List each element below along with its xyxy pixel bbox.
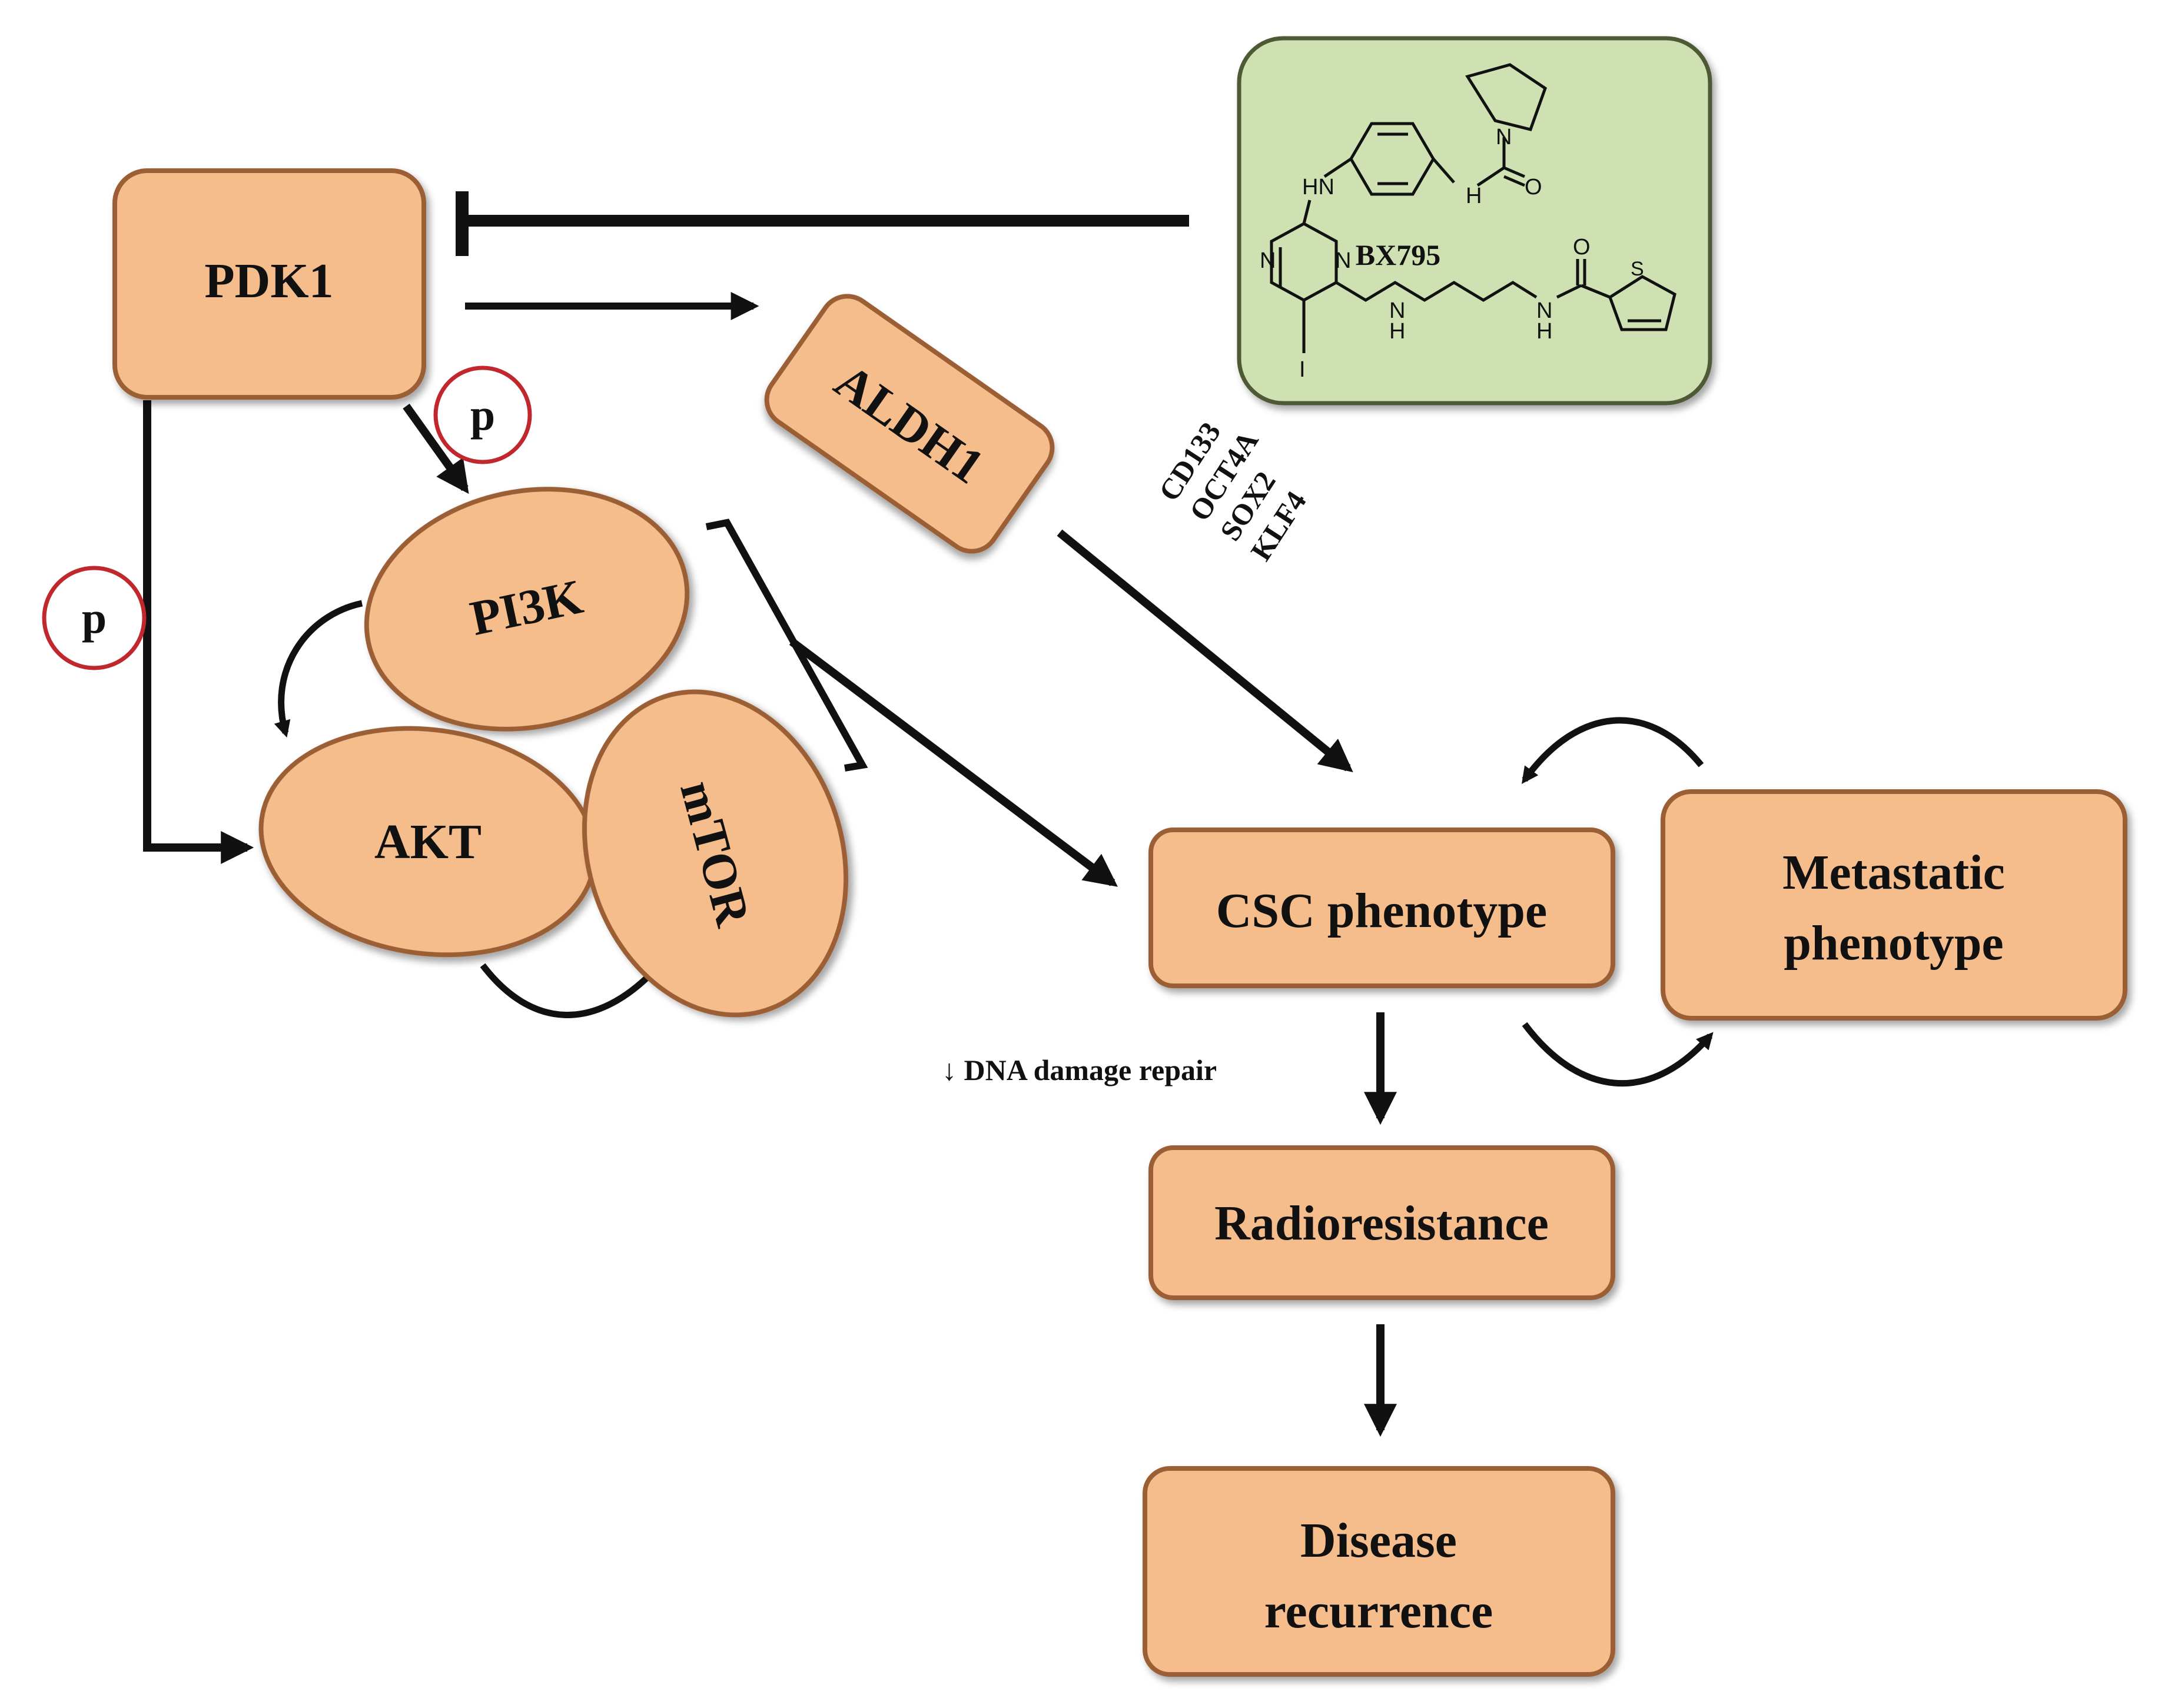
dna-damage-annotation: ↓ DNA damage repair	[942, 1054, 1217, 1086]
atom-n-pyrimidine-1: N	[1260, 248, 1276, 273]
atom-n-pyrrolidine: N	[1496, 125, 1512, 149]
node-csc-phenotype: CSC phenotype	[1148, 828, 1615, 988]
node-radioresistance-box	[1148, 1145, 1615, 1300]
atom-n-amine: N	[1389, 298, 1405, 323]
node-pi3k-shape	[364, 487, 690, 732]
thiophene-ring	[1608, 275, 1676, 331]
pyrrolidine-ring	[1465, 63, 1548, 131]
bond	[1556, 284, 1582, 299]
atom-h-amine: H	[1389, 319, 1405, 344]
node-metastatic-box	[1661, 789, 2127, 1021]
node-mtor-shape	[582, 689, 849, 1018]
phospho-label: p	[470, 390, 495, 440]
atom-h-amide: H	[1536, 319, 1552, 344]
curved-arrow-metastatic-csc	[1521, 717, 1704, 784]
propyl-chain	[1335, 281, 1538, 302]
atom-n-pyrimidine-2: N	[1335, 248, 1351, 273]
drug-panel-box	[1237, 36, 1712, 406]
node-disease-label-line1: Disease	[1300, 1513, 1457, 1568]
arrow-aldh1-csc	[1057, 529, 1353, 773]
connectors	[143, 191, 1714, 1437]
arrow-pdk1-akt	[143, 400, 254, 864]
bond	[1503, 175, 1525, 187]
node-metastatic-phenotype: Metastatic phenotype	[1661, 789, 2127, 1021]
atom-iodine: I	[1299, 357, 1306, 382]
curved-arrow-csc-metastatic	[1522, 1022, 1714, 1087]
phospho-marker-akt-path: p	[42, 566, 147, 670]
node-disease-label-line2: recurrence	[1264, 1584, 1493, 1639]
node-pdk1: PDK1	[112, 168, 426, 400]
bond	[1432, 158, 1455, 184]
phospho-circle	[42, 566, 147, 670]
bond	[1476, 166, 1505, 187]
atom-s: S	[1631, 258, 1644, 280]
atom-hn: HN	[1302, 175, 1334, 200]
atom-o-amide: O	[1573, 235, 1591, 260]
arrow-pdk1-pi3k	[403, 403, 469, 494]
node-mtor: mTOR	[582, 689, 849, 1018]
node-csc-box	[1148, 828, 1615, 988]
node-radioresistance-label: Radioresistance	[1214, 1196, 1549, 1251]
curved-arrow-pi3k-akt	[274, 600, 363, 738]
node-pdk1-box	[112, 168, 426, 400]
bx795-structure: HN H N O N N N H N H O S I	[1260, 63, 1676, 382]
node-pdk1-label: PDK1	[204, 254, 333, 308]
atom-h-urea: H	[1466, 184, 1482, 208]
stem-cell-markers: CD133 OCT4A SOX2 KLF4	[1152, 416, 1313, 566]
atom-n-amide: N	[1536, 298, 1552, 323]
node-disease-box	[1143, 1466, 1615, 1677]
bond	[1503, 166, 1525, 178]
node-metastatic-label-line2: phenotype	[1784, 916, 2003, 971]
phospho-marker-pi3k-path: p	[433, 365, 532, 464]
drug-name: BX795	[1356, 238, 1440, 271]
bond	[1323, 157, 1352, 178]
node-pi3k: PI3K	[364, 487, 690, 732]
curved-arrow-akt-mtor	[480, 961, 663, 1018]
bond	[1302, 200, 1312, 224]
node-aldh1-box	[764, 294, 1055, 554]
node-akt: AKT	[258, 726, 597, 958]
atom-o-urea: O	[1525, 175, 1542, 200]
phospho-circle	[433, 365, 532, 464]
bx795-panel: HN H N O N N N H N H O S I BX795	[1237, 36, 1712, 406]
node-csc-label: CSC phenotype	[1216, 883, 1547, 938]
phospho-label: p	[82, 593, 107, 643]
arrow-complex-csc	[789, 638, 1118, 887]
bond	[1581, 284, 1611, 299]
node-metastatic-label-line1: Metastatic	[1782, 845, 2005, 900]
node-aldh1: ALDH1	[764, 294, 1055, 554]
node-radioresistance: Radioresistance	[1148, 1145, 1615, 1300]
node-akt-label: AKT	[374, 815, 482, 869]
node-disease-recurrence: Disease recurrence	[1143, 1466, 1615, 1677]
